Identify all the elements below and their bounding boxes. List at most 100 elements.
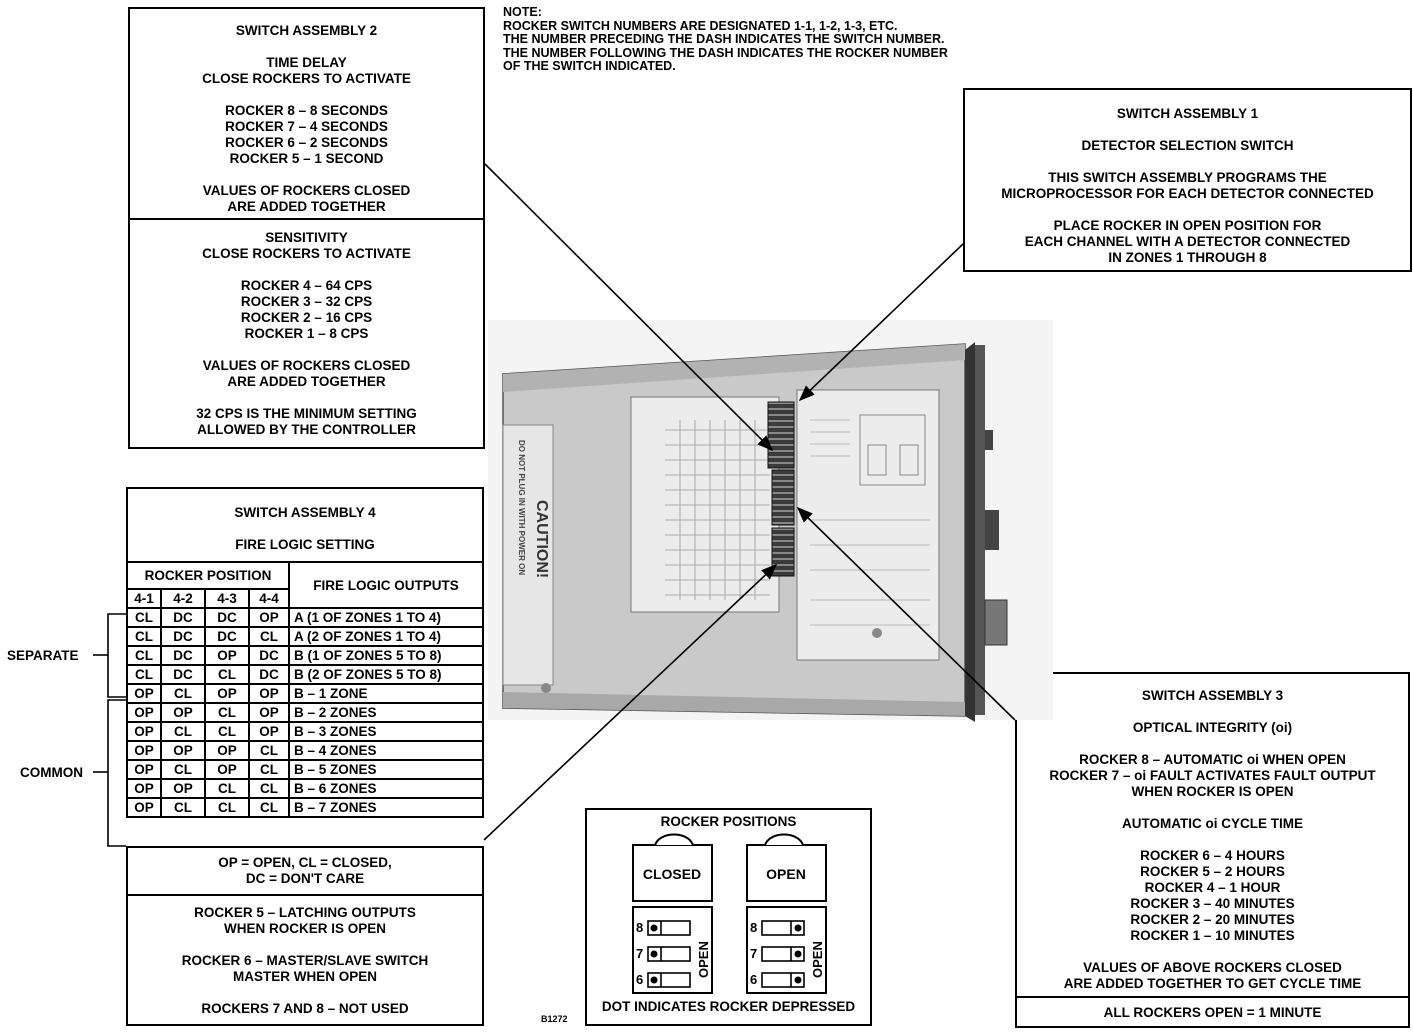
column-header: 4-2 bbox=[160, 588, 206, 609]
legend-line: DC = DON'T CARE bbox=[245, 871, 365, 886]
sa3-line: ROCKER 6 – 4 HOURS bbox=[1140, 848, 1285, 863]
fire-logic-output-cell: B – 1 ZONE bbox=[288, 683, 484, 704]
sa2-line: ARE ADDED TOGETHER bbox=[227, 199, 386, 214]
rocker-setting-cell: OP bbox=[160, 740, 206, 761]
sa3-line: ROCKER 3 – 40 MINUTES bbox=[1130, 896, 1295, 911]
rocker-number: 8 bbox=[750, 920, 757, 935]
note-line: ROCKER SWITCH NUMBERS ARE DESIGNATED 1-1… bbox=[503, 18, 898, 33]
sa3-line: ROCKER 7 – oi FAULT ACTIVATES FAULT OUTP… bbox=[1049, 768, 1376, 783]
rocker-setting-cell: CL bbox=[160, 683, 206, 704]
note-line: THE NUMBER FOLLOWING THE DASH INDICATES … bbox=[503, 45, 948, 60]
sa3-line: WHEN ROCKER IS OPEN bbox=[1131, 784, 1294, 799]
switch-assembly-4-legend: OP = OPEN, CL = CLOSED, DC = DON'T CARE bbox=[126, 846, 484, 896]
rocker-setting-cell: OP bbox=[204, 645, 250, 666]
separate-label: SEPARATE bbox=[7, 648, 79, 663]
fire-logic-outputs-header: FIRE LOGIC OUTPUTS bbox=[288, 561, 484, 609]
sa1-line: THIS SWITCH ASSEMBLY PROGRAMS THE bbox=[1048, 170, 1327, 185]
sa3-line: ROCKER 4 – 1 HOUR bbox=[1144, 880, 1281, 895]
sa2-line: TIME DELAY bbox=[266, 55, 347, 70]
figure-code: B1272 bbox=[541, 1014, 568, 1024]
rocker-setting-cell: CL bbox=[126, 645, 162, 666]
rocker-setting-cell: DC bbox=[160, 664, 206, 685]
sa1-line: DETECTOR SELECTION SWITCH bbox=[1081, 138, 1294, 153]
rocker-setting-cell: OP bbox=[126, 797, 162, 818]
rocker-closed-illustration: CLOSED 8 7 6 OPEN bbox=[632, 833, 713, 994]
closed-label: CLOSED bbox=[643, 866, 701, 882]
open-vertical-label: OPEN bbox=[810, 941, 825, 978]
footer-line: WHEN ROCKER IS OPEN bbox=[223, 921, 386, 936]
sa2-line: SENSITIVITY bbox=[265, 230, 348, 245]
sa2-line: ROCKER 2 – 16 CPS bbox=[240, 310, 373, 325]
footer-line: ROCKER 5 – LATCHING OUTPUTS bbox=[194, 905, 416, 920]
rocker-setting-cell: CL bbox=[248, 778, 290, 799]
rocker-setting-cell: CL bbox=[248, 626, 290, 647]
sa3-line: ROCKER 5 – 2 HOURS bbox=[1140, 864, 1285, 879]
note-line: NOTE: bbox=[503, 5, 542, 19]
sa3-line: OPTICAL INTEGRITY (oi) bbox=[1132, 720, 1293, 735]
open-vertical-label: OPEN bbox=[696, 941, 711, 978]
column-header: 4-1 bbox=[126, 588, 162, 609]
sa2-line: ARE ADDED TOGETHER bbox=[227, 374, 386, 389]
sa1-title: SWITCH ASSEMBLY 1 bbox=[1116, 106, 1259, 121]
sa3-footer: ALL ROCKERS OPEN = 1 MINUTE bbox=[1103, 1005, 1322, 1020]
note-line: THE NUMBER PRECEDING THE DASH INDICATES … bbox=[503, 32, 945, 46]
caution-text: CAUTION! bbox=[533, 500, 550, 578]
sa3-line: ROCKER 8 – AUTOMATIC oi WHEN OPEN bbox=[1079, 752, 1346, 767]
rocker-setting-cell: CL bbox=[126, 626, 162, 647]
switch-assembly-1-box: SWITCH ASSEMBLY 1 DETECTOR SELECTION SWI… bbox=[963, 88, 1412, 272]
rocker-setting-cell: CL bbox=[126, 664, 162, 685]
fire-logic-output-cell: B – 2 ZONES bbox=[288, 702, 484, 723]
rocker-number: 7 bbox=[636, 946, 643, 961]
rocker-position-header: ROCKER POSITION bbox=[126, 561, 290, 590]
sa2-line: VALUES OF ROCKERS CLOSED bbox=[202, 183, 411, 198]
column-header: 4-3 bbox=[204, 588, 250, 609]
fire-logic-output-cell: A (1 OF ZONES 1 TO 4) bbox=[288, 607, 484, 628]
rocker-setting-cell: CL bbox=[204, 702, 250, 723]
controller-photo: CAUTION! DO NOT PLUG IN WITH POWER ON bbox=[488, 320, 1053, 722]
sa3-line: ROCKER 1 – 10 MINUTES bbox=[1130, 928, 1295, 943]
rocker-setting-cell: DC bbox=[248, 664, 290, 685]
rocker-setting-cell: OP bbox=[160, 778, 206, 799]
sa2-line: ALLOWED BY THE CONTROLLER bbox=[197, 422, 416, 437]
switch-assembly-2-time-delay-box: SWITCH ASSEMBLY 2 TIME DELAY CLOSE ROCKE… bbox=[128, 7, 485, 220]
fire-logic-output-cell: B – 6 ZONES bbox=[288, 778, 484, 799]
switch-assembly-4-header: SWITCH ASSEMBLY 4 FIRE LOGIC SETTING bbox=[126, 487, 484, 563]
open-label: OPEN bbox=[766, 866, 806, 882]
sa2-line: VALUES OF ROCKERS CLOSED bbox=[202, 358, 411, 373]
rocker-setting-cell: CL bbox=[126, 607, 162, 628]
footer-line: ROCKERS 7 AND 8 – NOT USED bbox=[201, 1001, 409, 1016]
rocker-open-illustration: OPEN 8 7 6 OPEN bbox=[746, 833, 827, 994]
fire-logic-output-cell: A (2 OF ZONES 1 TO 4) bbox=[288, 626, 484, 647]
rocker-setting-cell: OP bbox=[248, 607, 290, 628]
rocker-setting-cell: OP bbox=[204, 759, 250, 780]
sa2-line: ROCKER 8 – 8 SECONDS bbox=[225, 103, 388, 118]
sa4-subtitle: FIRE LOGIC SETTING bbox=[235, 537, 375, 552]
rocker-setting-cell: CL bbox=[204, 721, 250, 742]
rocker-setting-cell: CL bbox=[248, 759, 290, 780]
rocker-setting-cell: OP bbox=[204, 683, 250, 704]
rocker-setting-cell: CL bbox=[160, 721, 206, 742]
rocker-setting-cell: CL bbox=[204, 797, 250, 818]
rocker-number: 6 bbox=[750, 972, 757, 987]
footer-line: ROCKER 6 – MASTER/SLAVE SWITCH bbox=[181, 953, 429, 968]
rocker-setting-cell: CL bbox=[160, 759, 206, 780]
sa3-line: AUTOMATIC oi CYCLE TIME bbox=[1122, 816, 1303, 831]
sa2-line: CLOSE ROCKERS TO ACTIVATE bbox=[202, 246, 411, 261]
rocker-setting-cell: OP bbox=[126, 759, 162, 780]
rocker-setting-cell: CL bbox=[248, 740, 290, 761]
sa2-line: ROCKER 3 – 32 CPS bbox=[240, 294, 373, 309]
fire-logic-output-cell: B – 4 ZONES bbox=[288, 740, 484, 761]
sa1-line: PLACE ROCKER IN OPEN POSITION FOR bbox=[1053, 218, 1322, 233]
rocker-setting-cell: DC bbox=[204, 626, 250, 647]
sa2-line: ROCKER 7 – 4 SECONDS bbox=[225, 119, 388, 134]
rocker-number: 7 bbox=[750, 946, 757, 961]
rocker-setting-cell: OP bbox=[126, 721, 162, 742]
sa3-line: VALUES OF ABOVE ROCKERS CLOSED bbox=[1083, 960, 1342, 975]
